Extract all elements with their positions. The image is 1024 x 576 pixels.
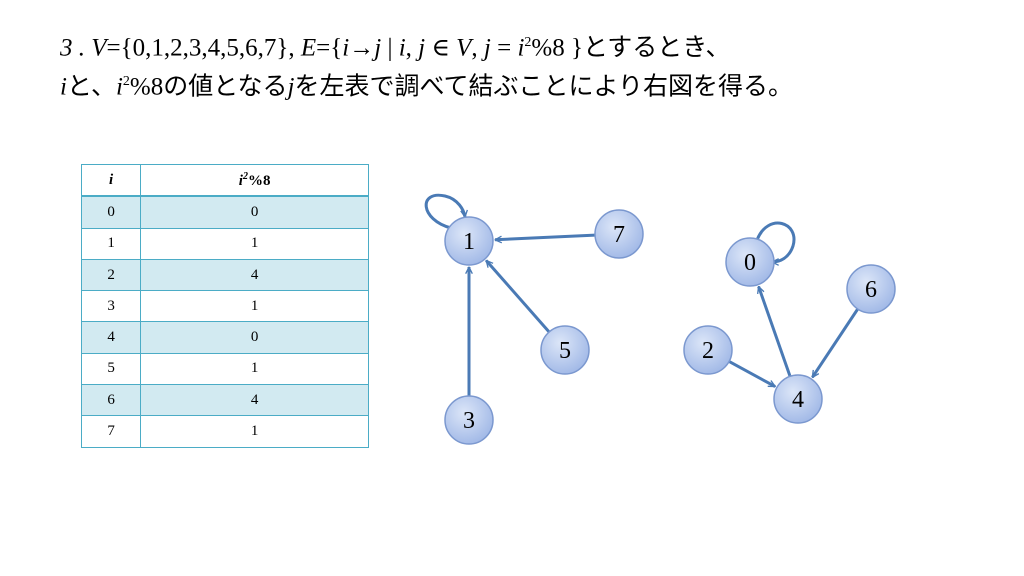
var-j: j [418,34,426,62]
edges-layer [424,193,859,396]
node-circle [444,216,494,266]
statement-line-2: iと、i2%8の値となるjを左表で調べて結ぶことにより右図を得る。 [60,65,793,104]
node-label: 7 [613,222,625,248]
cell-f: 0 [140,321,369,354]
node-0: 0 [725,237,775,287]
var-V: V [91,34,107,62]
var-j: j [374,34,382,62]
var-j: j [483,34,491,62]
text-comma: , [471,34,484,62]
node-label: 1 [463,229,475,255]
header-f-sup: 2 [242,170,248,182]
node-circle [540,325,590,375]
cell-i: 2 [80,258,142,291]
cell-i: 3 [80,290,142,322]
cell-i: 6 [80,384,142,416]
var-j: j [287,73,295,101]
text-mod: %8 }とするとき、 [531,34,731,62]
node-label: 2 [702,338,714,364]
problem-number: 3 . [60,34,92,62]
node-label: 5 [559,338,571,364]
var-i: i [115,73,123,101]
cell-i: 7 [80,415,142,448]
edge-2-to-4 [728,360,775,388]
node-circle [594,209,644,259]
cell-f: 1 [140,227,369,260]
text-eq: = [490,34,518,62]
node-1: 1 [444,216,494,266]
node-4: 4 [773,374,823,424]
var-i: i [342,34,350,62]
cell-f: 1 [140,290,369,322]
cell-f: 4 [140,384,369,416]
text-comma: , [405,34,419,62]
cell-i: 1 [80,227,142,260]
statement-line-1: 3 . V={0,1,2,3,4,5,6,7}, E={i→j | i, j ∈… [60,26,793,65]
cell-f: 1 [140,352,369,385]
var-i: i [398,34,406,62]
header-i-squared-mod-8: i2%8 [140,164,369,198]
node-circle [683,325,733,375]
node-circle [773,374,823,424]
edge-0-to-0 [755,221,796,262]
edge-1-to-1 [424,193,465,230]
edge-5-to-1 [485,261,551,333]
node-3: 3 [444,395,494,445]
node-circle [846,264,896,314]
cell-f: 4 [140,258,369,291]
text-fragment: を左表で調べて結ぶことにより右図を得る。 [294,73,793,101]
text-fragment: と、 [66,73,116,101]
node-label: 6 [865,277,877,303]
node-label: 0 [744,250,756,276]
cell-f: 1 [140,415,369,448]
edge-6-to-4 [811,308,859,377]
exponent: 2 [524,35,532,50]
node-circle [444,395,494,445]
var-E: E [300,34,317,62]
cell-i: 4 [80,321,142,354]
edge-4-to-0 [759,287,792,377]
cell-i: 0 [80,195,142,229]
header-f-rest: %8 [247,172,271,189]
header-i: i [80,164,142,198]
text-eq: ={ [316,34,343,62]
node-2: 2 [683,325,733,375]
node-label: 4 [792,387,804,413]
node-circle [725,237,775,287]
edge-7-to-1 [495,233,596,240]
node-7: 7 [594,209,644,259]
vertex-set: ={0,1,2,3,4,5,6,7}, [106,34,301,62]
exponent: 2 [122,74,130,90]
var-i: i [517,34,525,62]
header-f-base: i [238,172,243,189]
table-header-row: i i2%8 [80,164,369,198]
element-of-symbol: ∈ [425,34,457,62]
problem-statement: 3 . V={0,1,2,3,4,5,6,7}, E={i→j | i, j ∈… [60,26,793,105]
var-V: V [456,34,472,62]
var-i: i [60,73,67,101]
cell-f: 0 [140,195,369,229]
arrow-symbol: → [349,34,375,62]
cell-i: 5 [80,352,142,385]
node-5: 5 [540,325,590,375]
node-label: 3 [463,408,475,434]
node-6: 6 [846,264,896,314]
nodes-layer: 1 7 5 3 0 6 2 4 [444,209,896,445]
bar-symbol: | [381,34,399,62]
text-fragment: %8の値となる [129,73,288,101]
